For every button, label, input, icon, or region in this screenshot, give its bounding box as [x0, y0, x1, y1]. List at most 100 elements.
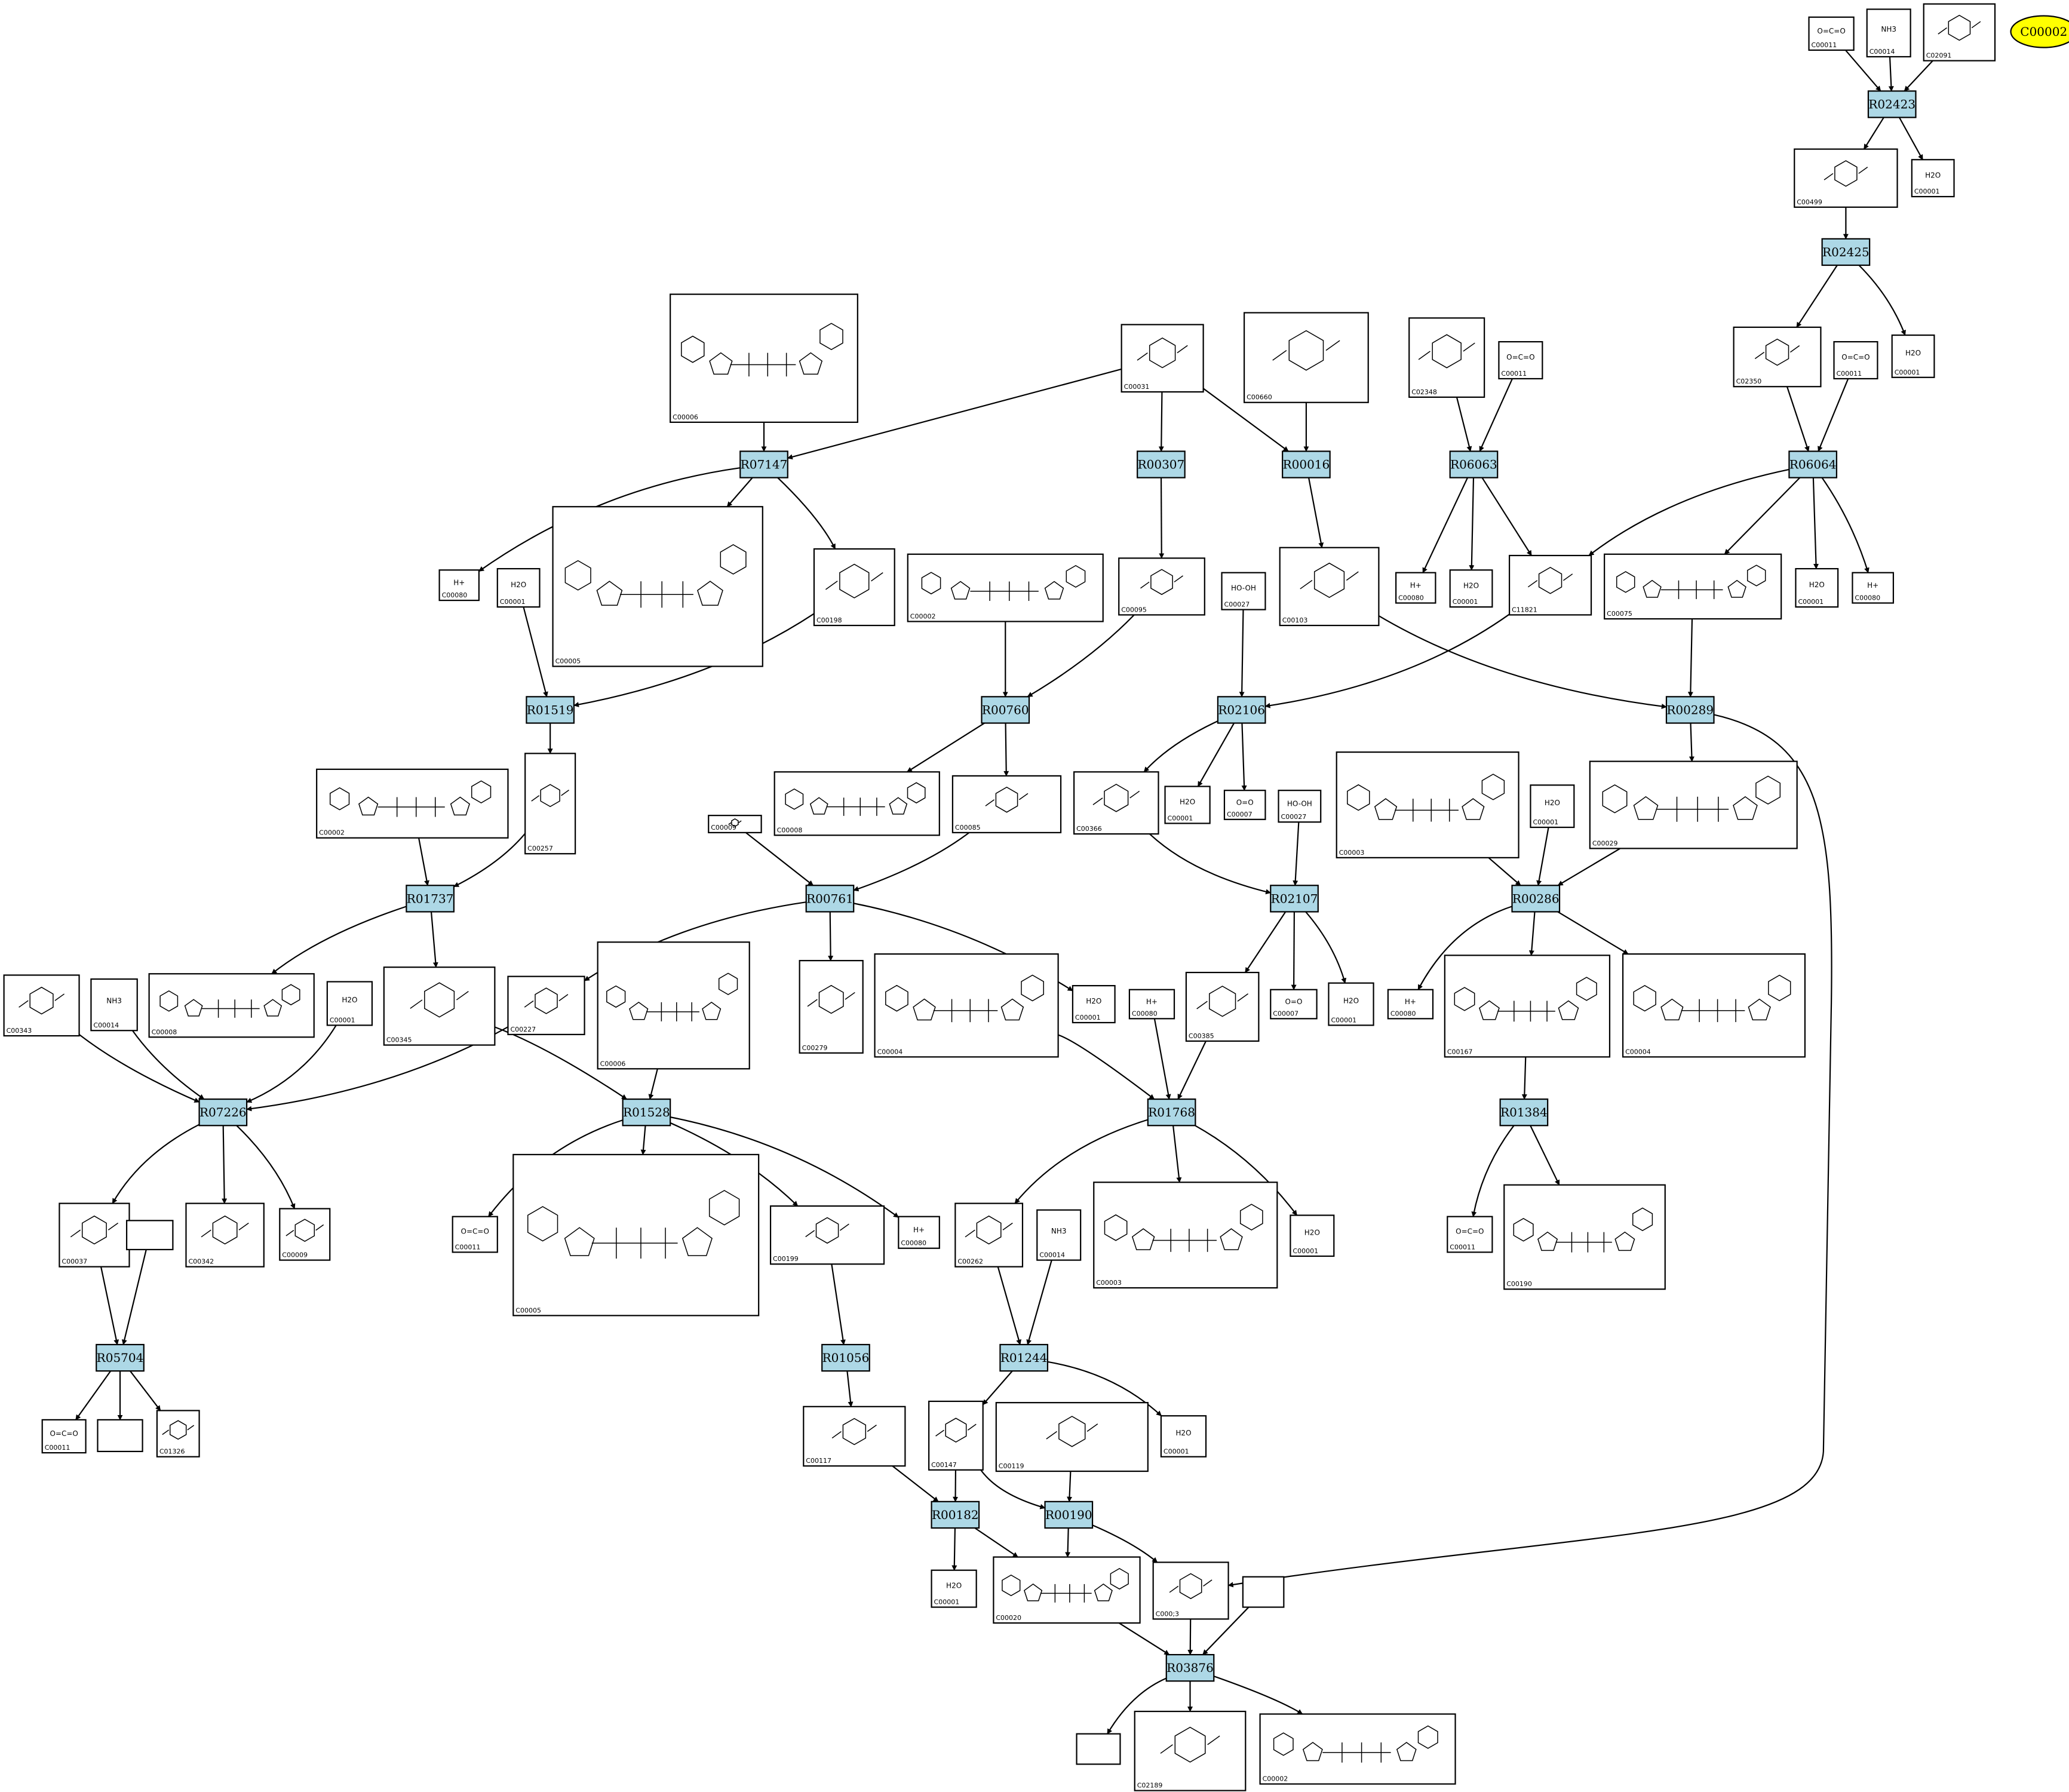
compound-node[interactable]: C00008 [773, 771, 940, 836]
compound-node[interactable]: C00009 [279, 1208, 331, 1261]
compound-node[interactable]: C00147 [928, 1400, 984, 1471]
compound-node[interactable]: C00037 [59, 1202, 130, 1268]
compound-node[interactable]: C01326 [156, 1410, 200, 1457]
compound-node[interactable]: C00257 [524, 753, 576, 855]
compound-node[interactable]: C00005 [512, 1153, 760, 1317]
compound-node[interactable]: H+C00080 [1852, 572, 1895, 604]
reaction-node[interactable]: R06063 [1449, 450, 1499, 478]
compound-node[interactable]: C00227 [507, 975, 585, 1035]
reaction-node[interactable]: R00182 [931, 1501, 980, 1529]
compound-node[interactable]: C00004 [874, 953, 1059, 1058]
compound-node[interactable]: C00199 [769, 1205, 885, 1265]
compound-node[interactable]: C00002 [1259, 1713, 1456, 1785]
reaction-node[interactable]: R07147 [739, 450, 788, 478]
reaction-node[interactable]: R01056 [821, 1343, 870, 1372]
compound-node[interactable]: C00002 [907, 553, 1104, 622]
compound-node[interactable]: C00499 [1794, 148, 1898, 208]
compound-node[interactable]: C00167 [1444, 955, 1611, 1058]
compound-node[interactable]: H+C00080 [1387, 989, 1434, 1020]
compound-node[interactable]: C00660 [1243, 312, 1369, 403]
empty-compound-node[interactable] [125, 1220, 174, 1251]
empty-compound-node[interactable] [1242, 1576, 1285, 1608]
reaction-node[interactable]: R01737 [406, 885, 455, 913]
compound-node[interactable]: H+C00080 [898, 1216, 940, 1249]
reaction-node[interactable]: R06064 [1788, 450, 1838, 478]
compound-node[interactable]: C00075 [1604, 553, 1782, 620]
compound-node[interactable]: C00366 [1073, 771, 1159, 835]
compound-node[interactable]: C00020 [993, 1556, 1141, 1624]
compound-node[interactable]: C02348 [1408, 317, 1485, 398]
compound-node[interactable]: C00345 [383, 966, 496, 1046]
compound-node[interactable]: C00031 [1121, 324, 1204, 393]
reaction-node[interactable]: R01519 [526, 696, 575, 724]
compound-node[interactable]: C00190 [1503, 1184, 1666, 1290]
reaction-node[interactable]: R00760 [981, 696, 1030, 724]
compound-node[interactable]: C00006 [670, 293, 858, 423]
reaction-node[interactable]: R01244 [999, 1343, 1049, 1372]
highlighted-compound[interactable]: C00002 [2010, 15, 2069, 48]
reaction-node[interactable]: R02106 [1217, 696, 1266, 724]
reaction-node[interactable]: R00761 [805, 885, 855, 913]
compound-node[interactable]: C00342 [185, 1202, 265, 1268]
compound-node[interactable]: C00029 [1589, 760, 1798, 849]
compound-node[interactable]: C00385 [1185, 971, 1260, 1042]
reaction-node[interactable]: R02423 [1867, 90, 1917, 118]
compound-node[interactable]: C00117 [803, 1406, 906, 1467]
compound-node[interactable]: H+C00080 [1128, 989, 1175, 1020]
compound-node[interactable]: C00085 [951, 775, 1062, 833]
compound-node[interactable]: C00279 [799, 960, 864, 1054]
compound-node[interactable]: C00004 [1622, 953, 1806, 1058]
reaction-node[interactable]: R01384 [1499, 1098, 1549, 1127]
compound-node[interactable]: C00343 [3, 974, 80, 1037]
compound-node[interactable]: C02350 [1733, 326, 1822, 388]
compound-node[interactable]: C00119 [995, 1402, 1149, 1472]
reaction-node[interactable]: R02425 [1821, 238, 1871, 266]
reaction-node[interactable]: R01528 [622, 1098, 671, 1127]
reaction-node[interactable]: R07226 [198, 1098, 248, 1127]
compound-node[interactable]: C02189 [1134, 1710, 1247, 1791]
compound-node[interactable]: C00103 [1279, 547, 1380, 627]
reaction-node[interactable]: R01768 [1147, 1098, 1196, 1127]
compound-node[interactable]: C00009 [708, 815, 762, 833]
compound-node[interactable]: C11821 [1508, 554, 1592, 616]
compound-node[interactable]: C00006 [597, 941, 750, 1070]
compound-node[interactable]: C00262 [954, 1202, 1024, 1268]
compound-node[interactable]: C00008 [148, 973, 315, 1038]
reaction-node[interactable]: R00289 [1665, 696, 1715, 724]
reaction-node[interactable]: R00286 [1511, 885, 1561, 913]
reaction-node[interactable]: R00016 [1282, 450, 1331, 478]
compound-node[interactable]: C00002 [316, 768, 509, 839]
reaction-node[interactable]: R00190 [1044, 1501, 1094, 1529]
reaction-node[interactable]: R03876 [1165, 1653, 1215, 1682]
empty-compound-node[interactable] [1076, 1733, 1121, 1765]
compound-node[interactable]: C00003 [1336, 751, 1519, 858]
compound-node[interactable]: C02091 [1923, 3, 1996, 62]
compound-node[interactable]: C000;3 [1152, 1561, 1229, 1620]
compound-node[interactable]: C00198 [813, 548, 895, 627]
